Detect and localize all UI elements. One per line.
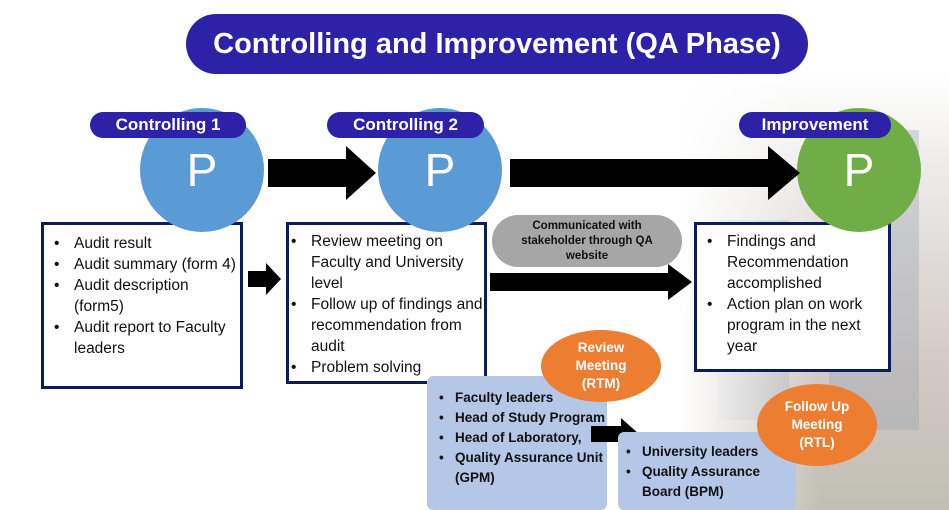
page-title: Controlling and Improvement (QA Phase) — [186, 14, 808, 74]
phase-label-improvement: Improvement — [739, 112, 891, 138]
improvement-box: Findings and Recommendation accomplished… — [694, 222, 891, 372]
list-item: Quality Assurance Board (BPM) — [626, 462, 796, 502]
arrow-controlling2-to-improvement — [510, 146, 800, 200]
list-item: Problem solving — [291, 357, 484, 378]
follow-up-meeting-rtl-circle: Follow Up Meeting (RTL) — [757, 384, 877, 466]
list-item: Review meeting on Faculty and University… — [291, 231, 484, 294]
list-item: Audit summary (form 4) — [54, 254, 240, 275]
rtm-line-3: (RTM) — [581, 376, 621, 391]
arrow-box1-to-box2 — [248, 263, 281, 295]
list-item: University leaders — [626, 442, 796, 462]
review-meeting-rtm-circle: Review Meeting (RTM) — [541, 330, 661, 402]
rtl-line-3: (RTL) — [799, 435, 835, 450]
list-item: Faculty leaders — [439, 388, 607, 408]
list-item: Audit report to Faculty leaders — [54, 317, 240, 359]
arrow-box2-to-box3 — [490, 264, 692, 300]
arrow-controlling1-to-controlling2 — [268, 146, 376, 200]
list-item: Audit description (form5) — [54, 275, 240, 317]
list-item: Head of Laboratory, — [439, 428, 607, 448]
rtl-line-2: Meeting — [791, 417, 843, 432]
list-item: Findings and Recommendation accomplished — [707, 231, 888, 294]
list-item: Quality Assurance Unit (GPM) — [439, 448, 607, 488]
controlling-1-box: Audit result Audit summary (form 4) Audi… — [41, 222, 243, 389]
list-item: Follow up of findings and recommendation… — [291, 294, 484, 357]
communicated-stakeholder-label: Communicated with stakeholder through QA… — [492, 215, 682, 267]
phase-label-controlling-1: Controlling 1 — [90, 112, 246, 138]
rtm-line-1: Review — [577, 340, 625, 355]
list-item: Audit result — [54, 233, 240, 254]
controlling-2-box: Review meeting on Faculty and University… — [286, 222, 487, 384]
list-item: Action plan on work program in the next … — [707, 294, 888, 357]
rtl-line-1: Follow Up — [784, 399, 850, 414]
phase-label-controlling-2: Controlling 2 — [327, 112, 484, 138]
rtm-line-2: Meeting — [575, 358, 627, 373]
list-item: Head of Study Program — [439, 408, 607, 428]
